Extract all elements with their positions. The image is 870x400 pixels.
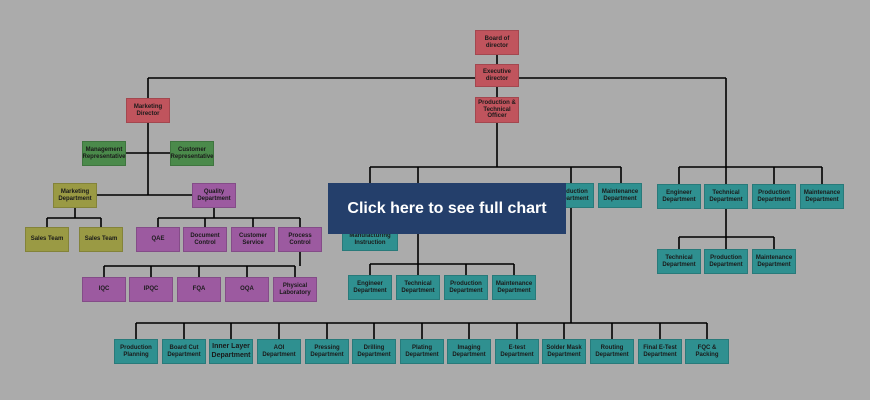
node-sales-team-2: Sales Team: [79, 227, 123, 252]
node-sales-team-1: Sales Team: [25, 227, 69, 252]
node-e-test-department: E-test Department: [495, 339, 539, 364]
node-marketing-department: Marketing Department: [53, 183, 97, 208]
node-maintenance-department-right: Maintenance Department: [800, 184, 844, 209]
node-solder-mask-department: Solder Mask Department: [542, 339, 586, 364]
node-engineer-department-mid: Engineer Department: [348, 275, 392, 300]
node-maintenance-department-mid: Maintenance Department: [492, 275, 536, 300]
node-process-control: Process Control: [278, 227, 322, 252]
node-customer-representative: Customer Representative: [170, 141, 214, 166]
node-iqc: IQC: [82, 277, 126, 302]
node-marketing-director: Marketing Director: [126, 98, 170, 123]
node-final-e-test-department: Final E-Test Department: [638, 339, 682, 364]
node-production-department-right-sub: Production Department: [704, 249, 748, 274]
node-production-technical-officer: Production & Technical Officer: [475, 97, 519, 123]
node-production-department-mid: Production Department: [444, 275, 488, 300]
node-maintenance-department-top: Maintenance Department: [598, 183, 642, 208]
node-engineer-department-right: Engineer Department: [657, 184, 701, 209]
node-quality-department: Quality Department: [192, 183, 236, 208]
node-technical-department-right-sub: Technical Department: [657, 249, 701, 274]
node-customer-service: Customer Service: [231, 227, 275, 252]
node-production-department-right: Production Department: [752, 184, 796, 209]
node-executive-director: Executive director: [475, 64, 519, 87]
node-oqa: OQA: [225, 277, 269, 302]
see-full-chart-button[interactable]: Click here to see full chart: [328, 183, 566, 234]
node-physical-laboratory: Physical Laboratory: [273, 277, 317, 302]
node-fqa: FQA: [177, 277, 221, 302]
node-maintenance-department-right-sub: Maintenance Department: [752, 249, 796, 274]
node-board-cut-department: Board Cut Department: [162, 339, 206, 364]
node-technical-department-mid: Technical Department: [396, 275, 440, 300]
node-routing-department: Routing Department: [590, 339, 634, 364]
node-production-planning: Production Planning: [114, 339, 158, 364]
node-management-representative: Management Representative: [82, 141, 126, 166]
node-inner-layer-department: Inner Layer Department: [209, 339, 253, 364]
node-document-control: Document Control: [183, 227, 227, 252]
node-pressing-department: Pressing Department: [305, 339, 349, 364]
node-qae: QAE: [136, 227, 180, 252]
node-imaging-department: Imaging Department: [447, 339, 491, 364]
node-plating-department: Plating Department: [400, 339, 444, 364]
node-technical-department-right: Technical Department: [704, 184, 748, 209]
node-aoi-department: AOI Department: [257, 339, 301, 364]
node-board-of-director: Board of director: [475, 30, 519, 55]
node-fqc-packing: FQC & Packing: [685, 339, 729, 364]
node-ipqc: IPQC: [129, 277, 173, 302]
node-drilling-department: Drilling Department: [352, 339, 396, 364]
